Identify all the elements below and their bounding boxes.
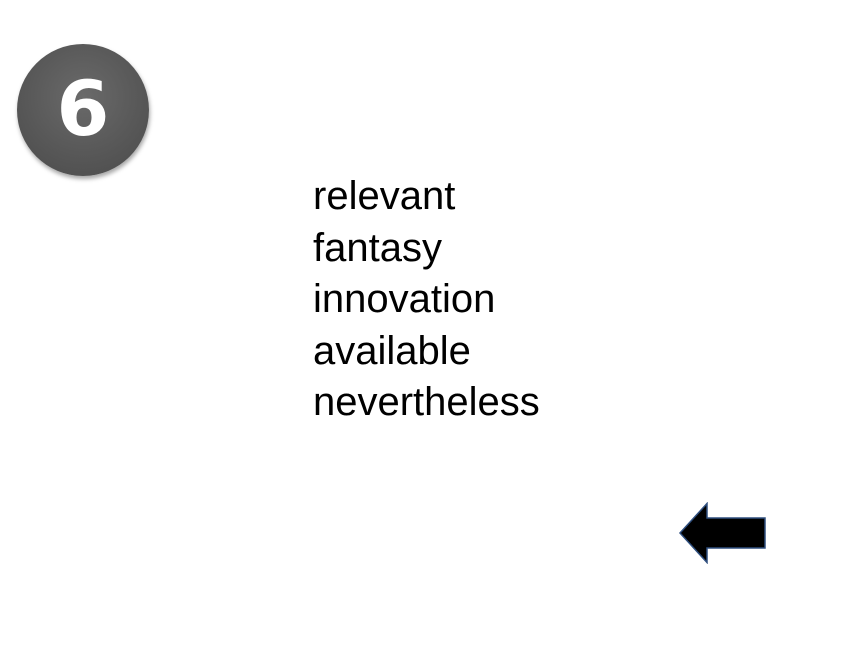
back-button[interactable]	[678, 501, 767, 565]
word-item: available	[313, 328, 471, 373]
word-list: relevant fantasy innovation available ne…	[313, 171, 540, 429]
word-item: innovation	[313, 277, 496, 321]
left-arrow-icon	[678, 501, 766, 565]
slide-number: 6	[56, 64, 110, 153]
slide-number-badge: 6	[17, 44, 149, 176]
word-item: relevant	[313, 174, 456, 218]
word-item: nevertheless	[313, 380, 540, 424]
word-item: fantasy	[313, 225, 442, 270]
